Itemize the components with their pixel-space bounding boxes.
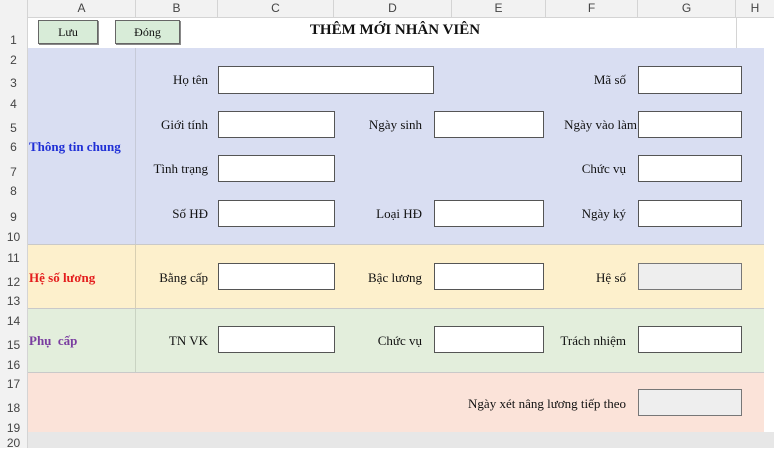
- select-all-corner[interactable]: [0, 0, 28, 17]
- gioi-tinh-input[interactable]: [218, 111, 335, 138]
- row-header[interactable]: 4: [10, 97, 17, 111]
- tn-vk-input[interactable]: [218, 326, 335, 353]
- label-loai-hd: Loại HĐ: [376, 206, 422, 221]
- sheet-bottom-strip: [28, 432, 774, 448]
- bac-luong-input[interactable]: [434, 263, 544, 290]
- close-button[interactable]: Đóng: [115, 20, 180, 44]
- column-header-f[interactable]: F: [546, 0, 638, 17]
- trach-nhiem-input[interactable]: [638, 326, 742, 353]
- label-gioi-tinh: Giới tính: [161, 117, 208, 132]
- label-chuc-vu: Chức vụ: [581, 161, 626, 176]
- row-header[interactable]: 11: [7, 251, 20, 265]
- label-allowance-chuc-vu: Chức vụ: [377, 333, 422, 348]
- row-header[interactable]: 20: [6, 436, 21, 450]
- salary-section-label-cell: [28, 244, 136, 308]
- row-header[interactable]: 1: [10, 33, 17, 47]
- row-header[interactable]: 19: [6, 421, 21, 435]
- loai-hd-input[interactable]: [434, 200, 544, 227]
- label-ngay-ky: Ngày ký: [581, 206, 626, 221]
- allowance-chuc-vu-input[interactable]: [434, 326, 544, 353]
- row-header[interactable]: 2: [10, 53, 17, 67]
- label-bang-cap: Bằng cấp: [159, 270, 208, 285]
- row-header[interactable]: 9: [10, 210, 17, 224]
- ngay-xet-nang-luong-input[interactable]: [638, 389, 742, 416]
- allowance-section-label-cell: [28, 308, 136, 372]
- row-header-bar: 1 2 3 4 5 6 7 8 9 10 11 12 13 14 15 16 1…: [0, 17, 28, 450]
- ngay-vao-lam-input[interactable]: [638, 111, 742, 138]
- label-tinh-trang: Tình trạng: [153, 161, 208, 176]
- label-trach-nhiem: Trách nhiệm: [560, 333, 626, 348]
- row-header[interactable]: 17: [6, 377, 21, 391]
- column-header-e[interactable]: E: [452, 0, 546, 17]
- row-header[interactable]: 10: [6, 230, 21, 244]
- row-header[interactable]: 3: [10, 76, 17, 90]
- ngay-ky-input[interactable]: [638, 200, 742, 227]
- row-header[interactable]: 15: [6, 338, 21, 352]
- row-header[interactable]: 18: [6, 401, 21, 415]
- row-header[interactable]: 8: [10, 184, 17, 198]
- column-header-bar: A B C D E F G H: [0, 0, 774, 18]
- label-ma-so: Mã số: [593, 72, 626, 87]
- salary-section-label: Hệ số lương: [29, 270, 96, 285]
- page-title: THÊM MỚI NHÂN VIÊN: [309, 22, 481, 38]
- label-ngay-xet-nang-luong: Ngày xét nâng lương tiếp theo: [468, 396, 626, 411]
- row-header[interactable]: 6: [10, 140, 17, 154]
- general-section-label: Thông tin chung: [29, 139, 121, 154]
- label-ngay-sinh: Ngày sinh: [368, 117, 422, 132]
- he-so-input[interactable]: [638, 263, 742, 290]
- row-header[interactable]: 7: [10, 165, 17, 179]
- label-so-hd: Số HĐ: [172, 206, 208, 221]
- row-header[interactable]: 16: [6, 358, 21, 372]
- so-hd-input[interactable]: [218, 200, 335, 227]
- label-he-so: Hệ số: [596, 270, 626, 285]
- ngay-sinh-input[interactable]: [434, 111, 544, 138]
- column-header-d[interactable]: D: [334, 0, 452, 17]
- general-section-label-cell: [28, 48, 136, 244]
- label-ngay-vao-lam: Ngày vào làm: [564, 117, 637, 132]
- row-header[interactable]: 5: [10, 121, 17, 135]
- label-tn-vk: TN VK: [168, 333, 208, 348]
- row-header[interactable]: 12: [6, 275, 21, 289]
- save-button[interactable]: Lưu: [38, 20, 98, 44]
- column-header-g[interactable]: G: [638, 0, 736, 17]
- column-header-c[interactable]: C: [218, 0, 334, 17]
- column-header-h[interactable]: H: [750, 1, 760, 15]
- allowance-section-label: Phụ cấp: [29, 333, 78, 348]
- bang-cap-input[interactable]: [218, 263, 335, 290]
- chuc-vu-input[interactable]: [638, 155, 742, 182]
- tinh-trang-input[interactable]: [218, 155, 335, 182]
- column-header-b[interactable]: B: [136, 0, 218, 17]
- row-header[interactable]: 14: [6, 314, 21, 328]
- column-header-a[interactable]: A: [28, 0, 136, 17]
- row-header[interactable]: 13: [6, 294, 21, 308]
- label-bac-luong: Bậc lương: [368, 270, 422, 285]
- label-ho-ten: Họ tên: [172, 72, 208, 87]
- ma-so-input[interactable]: [638, 66, 742, 94]
- ho-ten-input[interactable]: [218, 66, 434, 94]
